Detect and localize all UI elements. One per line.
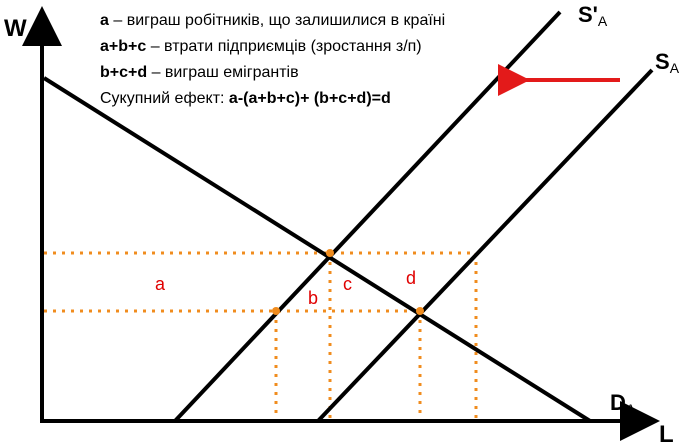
equilibrium-point-new: [326, 249, 334, 257]
supply-curve-shifted: [173, 10, 562, 423]
legend-text-3: – виграш емігрантів: [147, 64, 298, 81]
region-label-a: a: [155, 274, 166, 294]
x-axis-label: L: [659, 421, 674, 444]
guide-point-left: [272, 307, 280, 315]
supply-original-label-main: S: [655, 49, 670, 74]
legend-text-4: Сукупний ефект:: [100, 90, 229, 107]
supply-shifted-label-sub: A: [598, 13, 608, 29]
legend-line-1: a – виграш робітників, що залишилися в к…: [100, 12, 445, 29]
supply-original-label: SA: [655, 49, 680, 76]
demand-label: DA: [610, 390, 636, 417]
legend-line-4: Сукупний ефект: a-(a+b+c)+ (b+c+d)=d: [100, 90, 391, 107]
legend-formula: a-(a+b+c)+ (b+c+d)=d: [229, 90, 391, 107]
legend-text-1: – виграш робітників, що залишилися в кра…: [109, 12, 445, 29]
demand-label-sub: A: [626, 401, 636, 417]
legend: a – виграш робітників, що залишилися в к…: [100, 12, 445, 107]
y-axis-label: W: [4, 15, 27, 42]
guide-lines: [44, 251, 478, 420]
legend-line-3: b+c+d – виграш емігрантів: [100, 64, 299, 81]
supply-shifted-label: S'A: [578, 2, 608, 29]
region-label-c: c: [343, 274, 352, 294]
legend-term-3: b+c+d: [100, 64, 147, 81]
legend-term-1: a: [100, 12, 109, 29]
supply-shifted-label-main: S': [578, 2, 598, 27]
supply-original-label-sub: A: [670, 60, 680, 76]
legend-line-2: a+b+c – втрати підприємців (зростання з/…: [100, 38, 422, 55]
region-label-b: b: [308, 288, 318, 308]
demand-curve: [42, 76, 592, 423]
region-label-d: d: [406, 268, 416, 288]
legend-text-2: – втрати підприємців (зростання з/п): [146, 38, 421, 55]
legend-term-2: a+b+c: [100, 38, 146, 55]
equilibrium-point-old: [416, 307, 424, 315]
demand-label-main: D: [610, 390, 626, 415]
supply-curve-original: [316, 68, 654, 423]
